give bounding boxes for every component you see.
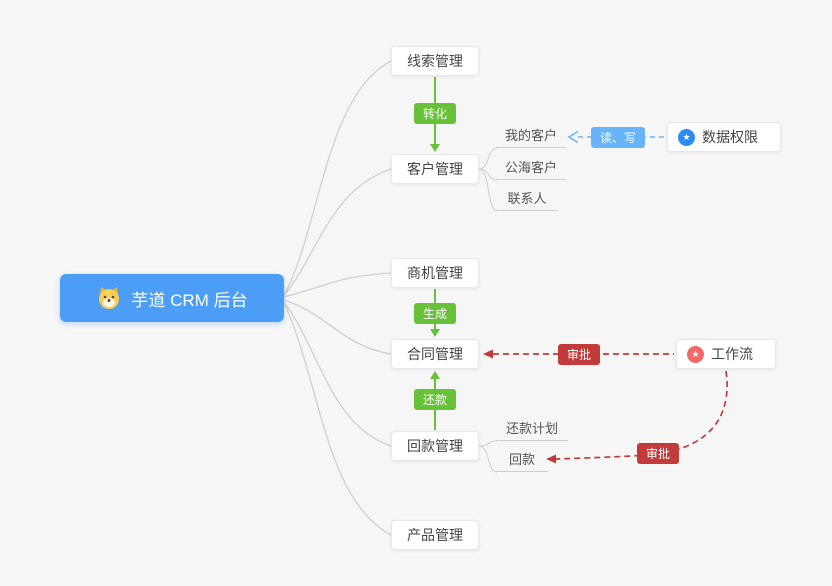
arrowhead-approve-payment xyxy=(546,454,556,464)
green-flow-arrows xyxy=(430,77,440,430)
node-products-label: 产品管理 xyxy=(407,527,463,543)
root-branch-links xyxy=(283,60,392,536)
child-repayment-label: 回款 xyxy=(508,452,535,467)
link-customers-my xyxy=(478,147,498,170)
child-repayment-plan[interactable]: 还款计划 xyxy=(496,419,568,441)
badge-read-write: 读、写 xyxy=(591,127,646,148)
node-products[interactable]: 产品管理 xyxy=(391,520,479,550)
badge-repay: 还款 xyxy=(414,389,457,410)
node-workflow-label: 工作流 xyxy=(711,346,753,362)
child-contacts-label: 联系人 xyxy=(507,191,547,206)
link-receivables-payment xyxy=(478,445,498,473)
root-label: 芋道 CRM 后台 xyxy=(131,290,248,310)
badge-convert-label: 转化 xyxy=(423,107,448,121)
badge-approve-contract: 审批 xyxy=(558,344,601,365)
node-data-permission[interactable]: ★ 数据权限 xyxy=(667,122,781,152)
node-receivables[interactable]: 回款管理 xyxy=(391,431,479,461)
node-customers[interactable]: 客户管理 xyxy=(391,154,479,184)
arrowhead-repay xyxy=(430,371,440,379)
node-leads-label: 线索管理 xyxy=(407,53,463,69)
link-receivables-plan xyxy=(478,440,498,447)
node-receivables-label: 回款管理 xyxy=(407,438,463,454)
data-permission-star-icon: ★ xyxy=(678,128,695,146)
link-customers-contacts xyxy=(478,168,498,212)
link-root-leads xyxy=(283,60,392,296)
child-repayment[interactable]: 回款 xyxy=(496,450,548,472)
arrowhead-convert xyxy=(430,144,440,152)
child-links xyxy=(478,147,498,473)
arrowhead-read-write xyxy=(567,130,579,144)
badge-approve-payment-label: 审批 xyxy=(646,447,671,461)
badge-generate: 生成 xyxy=(414,303,457,324)
node-workflow[interactable]: ★ 工作流 xyxy=(676,339,776,369)
child-my-customer[interactable]: 我的客户 xyxy=(496,126,566,148)
badge-convert: 转化 xyxy=(414,103,457,124)
child-repayment-plan-label: 还款计划 xyxy=(505,421,558,436)
node-customers-label: 客户管理 xyxy=(407,161,463,177)
workflow-star-icon: ★ xyxy=(687,345,704,363)
badge-repay-label: 还款 xyxy=(423,393,448,407)
badge-approve-payment: 审批 xyxy=(637,443,680,464)
child-public-customer-label: 公海客户 xyxy=(504,160,557,175)
link-root-contracts xyxy=(283,299,392,355)
arrowhead-approve-contract xyxy=(483,349,493,359)
child-public-customer[interactable]: 公海客户 xyxy=(496,158,566,180)
arrowhead-generate xyxy=(430,329,440,337)
root-node[interactable]: 芋道 CRM 后台 xyxy=(60,274,284,322)
node-opportunities[interactable]: 商机管理 xyxy=(391,258,479,288)
node-contracts[interactable]: 合同管理 xyxy=(391,339,479,369)
node-opportunities-label: 商机管理 xyxy=(407,265,463,281)
link-root-products xyxy=(283,302,392,536)
node-leads[interactable]: 线索管理 xyxy=(391,46,479,76)
child-my-customer-label: 我的客户 xyxy=(504,128,557,143)
badge-approve-contract-label: 审批 xyxy=(567,348,592,362)
node-data-permission-label: 数据权限 xyxy=(702,129,758,145)
blue-dashed-arrow xyxy=(567,130,665,144)
node-contracts-label: 合同管理 xyxy=(407,346,463,362)
link-root-receivables xyxy=(283,301,392,447)
link-root-customers xyxy=(283,168,392,297)
child-contacts[interactable]: 联系人 xyxy=(496,189,558,211)
badge-read-write-label: 读、写 xyxy=(600,131,637,145)
badge-generate-label: 生成 xyxy=(423,307,448,321)
link-root-opportunities xyxy=(283,272,392,298)
dog-icon xyxy=(96,285,122,311)
